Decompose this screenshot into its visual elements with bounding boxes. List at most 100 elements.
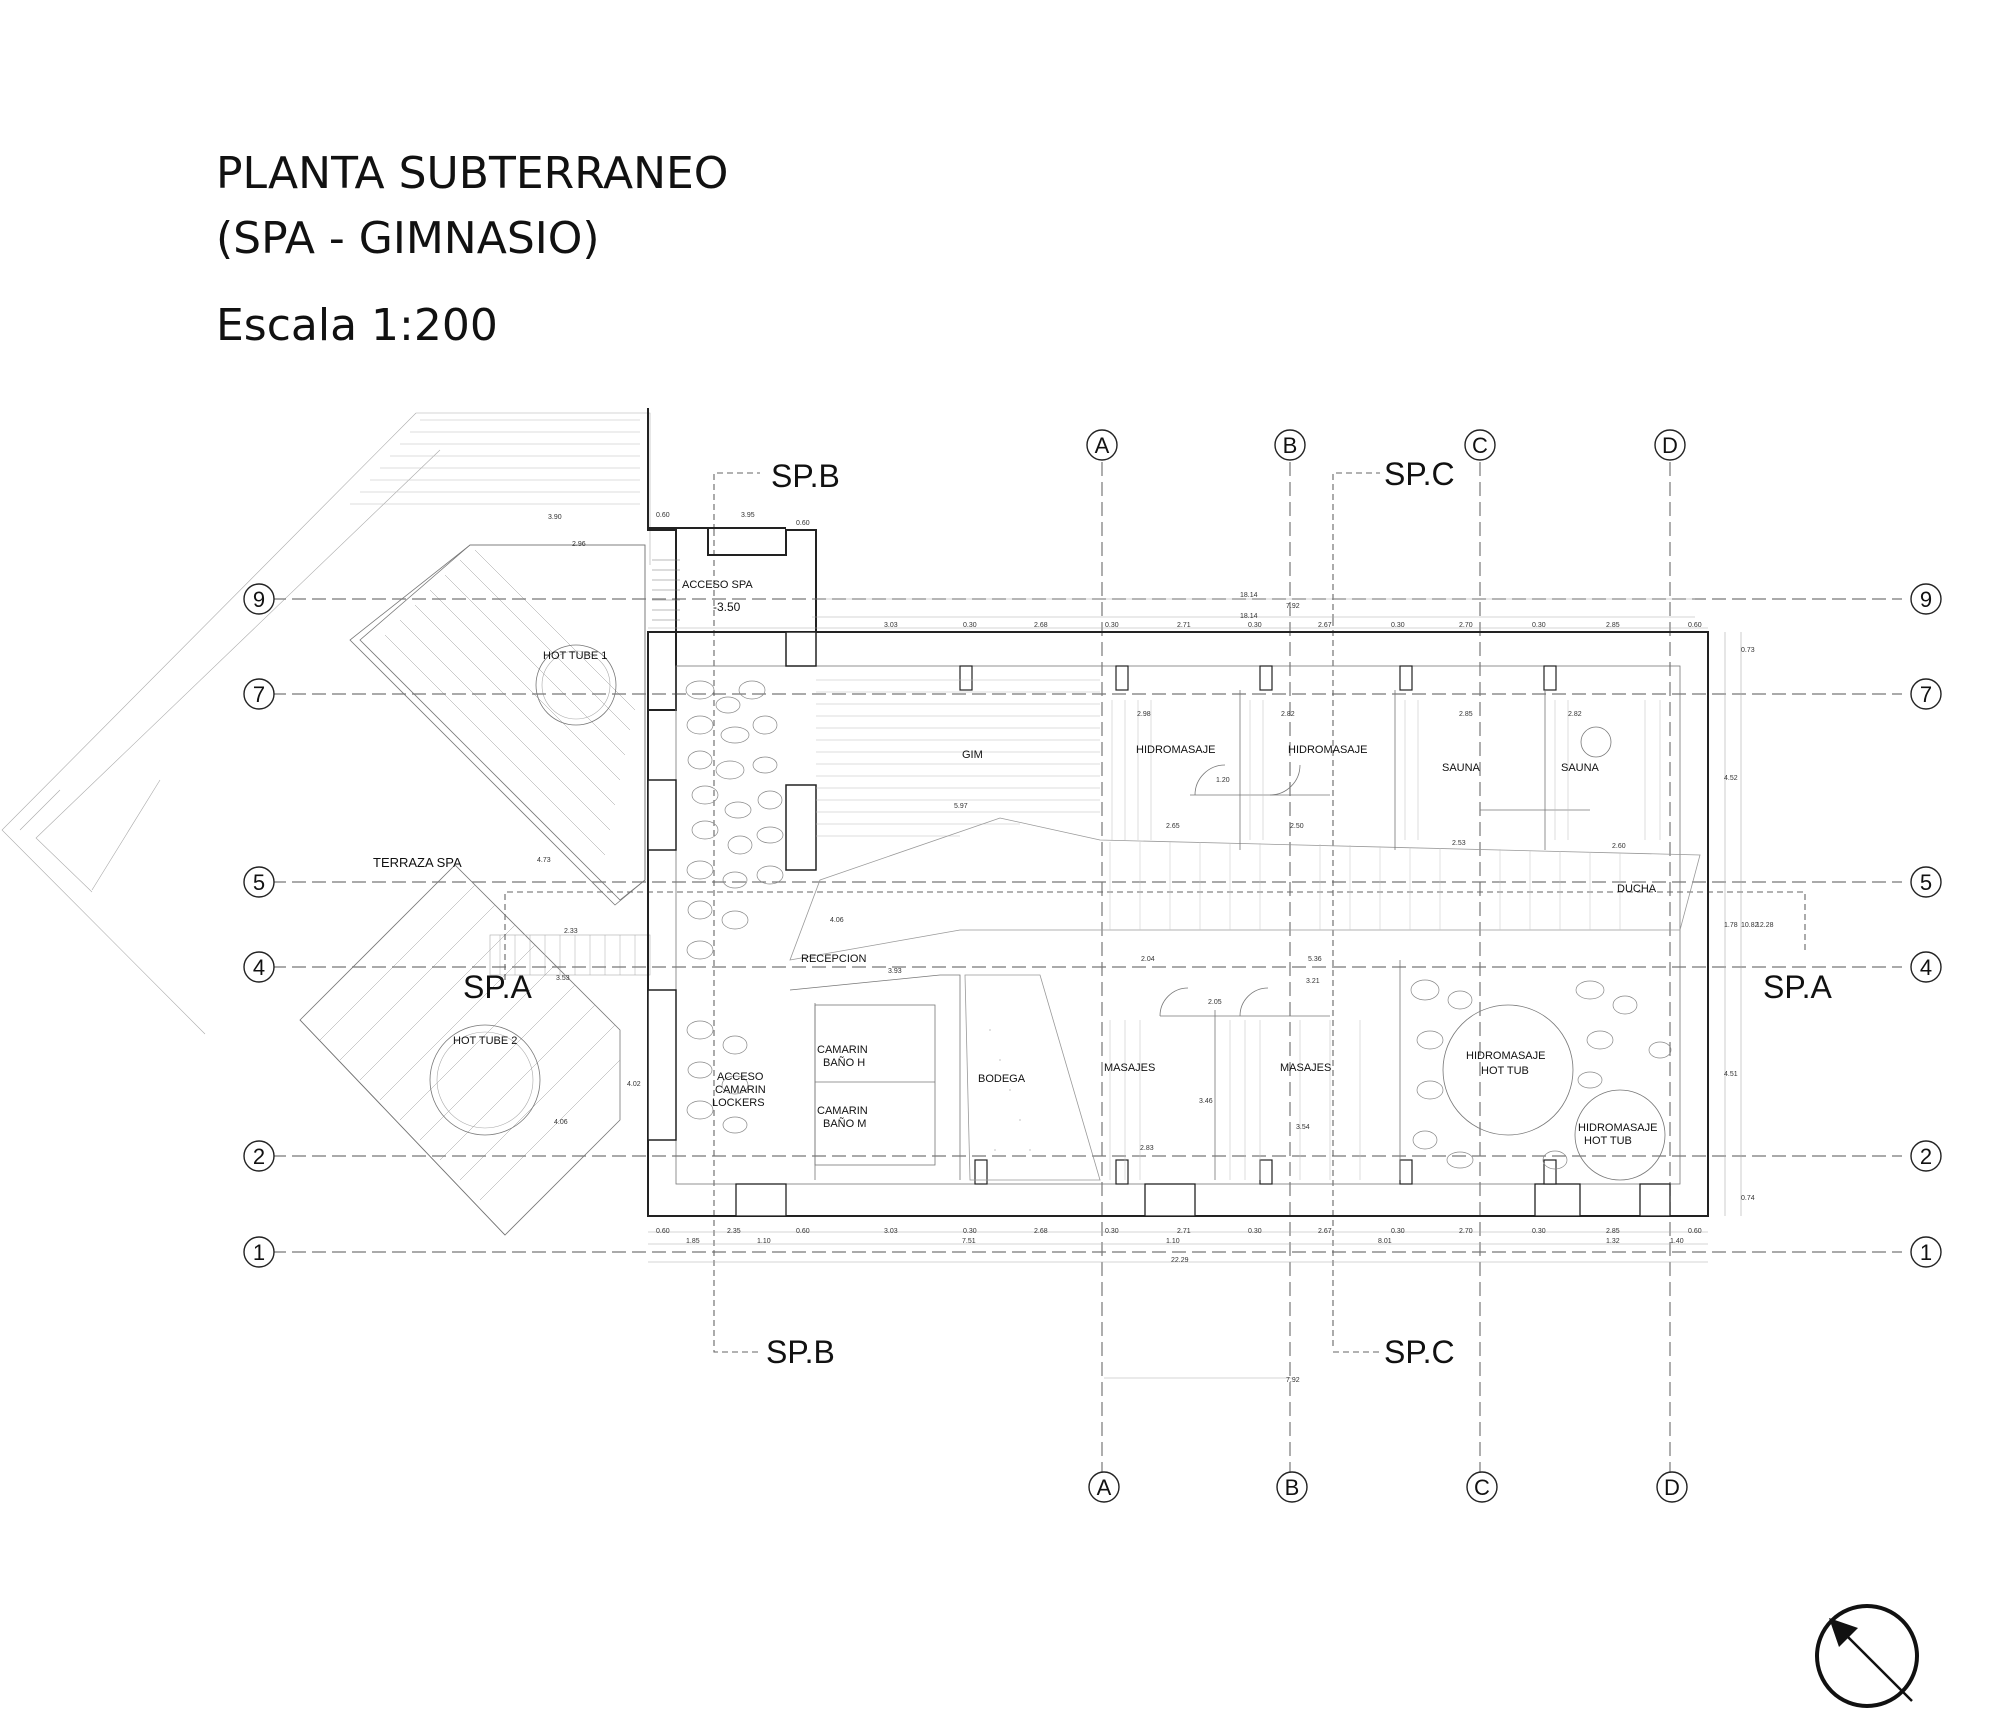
dim-top-f: 2.68 bbox=[1034, 622, 1048, 629]
dim-s2: 2.82 bbox=[1568, 711, 1582, 718]
section-spa-right: SP.A bbox=[1763, 969, 1832, 1005]
dim-d2: 5.36 bbox=[1308, 956, 1322, 963]
dim-top-p: 3.90 bbox=[548, 514, 562, 521]
dim-d5: 2.65 bbox=[1166, 823, 1180, 830]
room-hidromasaje-2: HIDROMASAJE bbox=[1288, 744, 1367, 756]
axis-col-c-bottom: C bbox=[1474, 1475, 1490, 1500]
dim-m3: 2.83 bbox=[1140, 1145, 1154, 1152]
axis-row-9-left: 9 bbox=[253, 587, 265, 612]
dim-bot2-c: 7.51 bbox=[962, 1238, 976, 1245]
dim-right-f: 0.74 bbox=[1741, 1195, 1755, 1202]
room-camarin-m-2: BAÑO M bbox=[823, 1117, 866, 1130]
dim-bot-i: 0.30 bbox=[1248, 1228, 1262, 1235]
plan-scale: Escala 1:200 bbox=[216, 300, 498, 351]
dim-right-a: 4.52 bbox=[1724, 775, 1738, 782]
dim-top-d: 3.03 bbox=[884, 622, 898, 629]
axis-row-7-left: 7 bbox=[253, 682, 265, 707]
dim-bot-m: 0.30 bbox=[1532, 1228, 1546, 1235]
axis-col-b-bottom: B bbox=[1285, 1475, 1300, 1500]
dim-h1: 2.98 bbox=[1137, 711, 1151, 718]
dimension-lines bbox=[648, 598, 1742, 1379]
dim-top-h: 2.71 bbox=[1177, 622, 1191, 629]
structural-grid bbox=[272, 462, 1902, 1473]
dim-bot2-b: 1.10 bbox=[757, 1238, 771, 1245]
dim-gim: 5.97 bbox=[954, 803, 968, 810]
axis-row-4-left: 4 bbox=[253, 955, 265, 980]
dim-top-b: 3.95 bbox=[741, 512, 755, 519]
dim-h2: 2.82 bbox=[1281, 711, 1295, 718]
room-sauna-1: SAUNA bbox=[1442, 762, 1481, 774]
room-labels: ACCESO SPA -3.50 GIM HIDROMASAJE HIDROMA… bbox=[682, 579, 1657, 1147]
dim-bot-n: 2.85 bbox=[1606, 1228, 1620, 1235]
section-spc-bottom: SP.C bbox=[1384, 1334, 1455, 1370]
access-stairs bbox=[652, 559, 680, 621]
dim-bot-d: 3.03 bbox=[884, 1228, 898, 1235]
dim-bot2-e: 8.01 bbox=[1378, 1238, 1392, 1245]
dim-d12: 4.06 bbox=[554, 1119, 568, 1126]
dim-d6: 2.50 bbox=[1290, 823, 1304, 830]
dim-top-l: 2.70 bbox=[1459, 622, 1473, 629]
dim-d7: 2.53 bbox=[1452, 840, 1466, 847]
dim-d13: 4.73 bbox=[537, 857, 551, 864]
axis-row-2-left: 2 bbox=[253, 1144, 265, 1169]
section-cuts bbox=[504, 472, 1806, 1353]
dim-s1: 2.85 bbox=[1459, 711, 1473, 718]
room-gim: GIM bbox=[962, 749, 983, 761]
axis-col-c-top: C bbox=[1472, 433, 1488, 458]
dim-d1: 2.04 bbox=[1141, 956, 1155, 963]
dim-bot-o: 0.60 bbox=[1688, 1228, 1702, 1235]
dim-top-3: 18.14 bbox=[1240, 613, 1258, 620]
room-acceso-camarin-1: ACCESO bbox=[717, 1071, 764, 1083]
stone-paving bbox=[685, 680, 1672, 1170]
dim-top-c: 0.60 bbox=[796, 520, 810, 527]
room-hot-tub-1a: HIDROMASAJE bbox=[1466, 1050, 1545, 1062]
terraza-spa-area: HOT TUBE 1 HOT TUBE 2 TERRAZA SPA bbox=[1, 412, 651, 1236]
axis-row-5-right: 5 bbox=[1920, 870, 1932, 895]
axis-row-2-right: 2 bbox=[1920, 1144, 1932, 1169]
dim-bot-h: 2.71 bbox=[1177, 1228, 1191, 1235]
axis-row-9-right: 9 bbox=[1920, 587, 1932, 612]
dim-top-k: 0.30 bbox=[1391, 622, 1405, 629]
dim-bot2-f: 1.32 bbox=[1606, 1238, 1620, 1245]
axis-col-a-top: A bbox=[1095, 433, 1110, 458]
room-ducha: DUCHA bbox=[1617, 883, 1657, 895]
dim-d4: 2.05 bbox=[1208, 999, 1222, 1006]
dim-right-c: 10.82 bbox=[1741, 922, 1759, 929]
dim-right-e: 4.51 bbox=[1724, 1071, 1738, 1078]
dim-bottom-ab: 7.92 bbox=[1286, 1377, 1300, 1384]
dim-bot2-d: 1.10 bbox=[1166, 1238, 1180, 1245]
dim-bot-f: 2.68 bbox=[1034, 1228, 1048, 1235]
axis-col-b-top: B bbox=[1283, 433, 1298, 458]
room-hot-tub-1b: HOT TUB bbox=[1481, 1065, 1529, 1077]
dim-top-m: 0.30 bbox=[1532, 622, 1546, 629]
room-terraza-spa: TERRAZA SPA bbox=[373, 855, 462, 870]
dimension-texts: 18.14 7.92 18.14 3.90 2.96 0.60 3.95 0.6… bbox=[537, 512, 1774, 1384]
dim-right-g: 0.73 bbox=[1741, 647, 1755, 654]
dim-right-d: 12.28 bbox=[1756, 922, 1774, 929]
axis-col-d-bottom: D bbox=[1664, 1475, 1680, 1500]
room-camarin-m-1: CAMARIN bbox=[817, 1105, 868, 1117]
dim-top-q: 2.96 bbox=[572, 541, 586, 548]
dim-top-n: 2.85 bbox=[1606, 622, 1620, 629]
dim-bot-e: 0.30 bbox=[963, 1228, 977, 1235]
axis-row-7-right: 7 bbox=[1920, 682, 1932, 707]
dim-d8: 2.60 bbox=[1612, 843, 1626, 850]
dim-bot2-a: 1.85 bbox=[686, 1238, 700, 1245]
room-bodega: BODEGA bbox=[978, 1073, 1026, 1085]
room-acceso-spa: ACCESO SPA bbox=[682, 579, 753, 591]
dim-bot-j: 2.67 bbox=[1318, 1228, 1332, 1235]
room-camarin-h-1: CAMARIN bbox=[817, 1044, 868, 1056]
dim-rec2: 3.93 bbox=[888, 968, 902, 975]
dim-top-o: 0.60 bbox=[1688, 622, 1702, 629]
section-spc-top: SP.C bbox=[1384, 456, 1455, 492]
dim-right-b: 1.78 bbox=[1724, 922, 1738, 929]
room-camarin-h-2: BAÑO H bbox=[823, 1056, 865, 1069]
dim-top-1: 18.14 bbox=[1240, 592, 1258, 599]
building-walls bbox=[647, 408, 1709, 1217]
interior-partitions bbox=[789, 679, 1701, 1181]
room-hot-tub-2a: HIDROMASAJE bbox=[1578, 1122, 1657, 1134]
plan-subtitle: (SPA - GIMNASIO) bbox=[216, 213, 600, 264]
room-hot-tube-1: HOT TUBE 1 bbox=[543, 650, 607, 662]
section-spb-top: SP.B bbox=[771, 458, 840, 494]
